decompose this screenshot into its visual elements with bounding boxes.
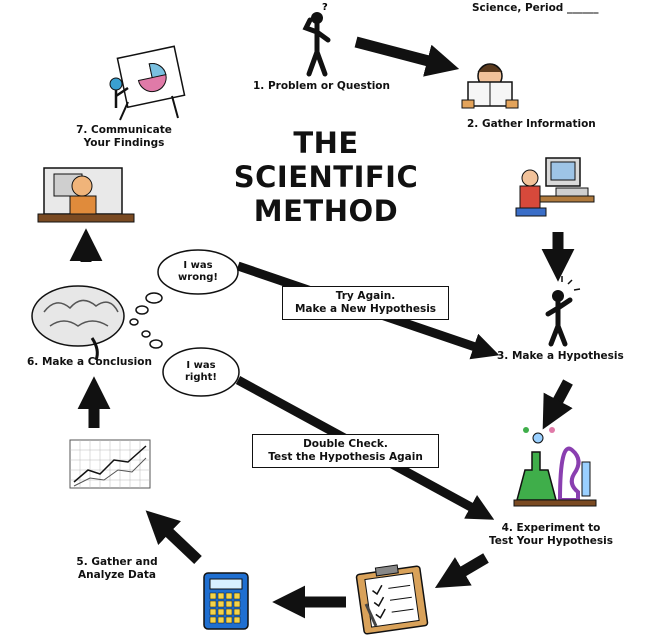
- calculator-key: [225, 616, 233, 624]
- calculator-key: [217, 608, 225, 616]
- brain-icon: [31, 285, 125, 361]
- arrow-5-to-graph: [145, 510, 202, 564]
- arrow-1-to-2: [354, 36, 460, 77]
- thought-right-line-1: I was: [186, 360, 216, 371]
- arrow-3-to-4: [542, 379, 573, 430]
- calculator-key: [217, 592, 225, 600]
- thought-right-line-2: right!: [185, 372, 217, 383]
- clipboard-checklist-icon: [355, 564, 429, 635]
- thought-wrong-text: I was wrong!: [170, 260, 226, 284]
- step-4-label: 4. Experiment to Test Your Hypothesis: [479, 522, 623, 548]
- calculator-key: [225, 600, 233, 608]
- lab-experiment-icon: [513, 427, 597, 507]
- calculator-keypad: [209, 592, 241, 624]
- thought-wrong-line-1: I was: [183, 260, 213, 271]
- calculator-key: [217, 600, 225, 608]
- calculator-key: [217, 616, 225, 624]
- calculator-key: [233, 608, 241, 616]
- step-7-line-2: Your Findings: [83, 137, 165, 149]
- arrow-4-to-clipboard: [434, 553, 489, 589]
- calculator-key: [233, 592, 241, 600]
- idea-person-icon: [545, 276, 581, 347]
- calculator-key: [209, 600, 217, 608]
- thought-wrong-line-2: wrong!: [178, 272, 218, 283]
- step-5-label: 5. Gather and Analyze Data: [62, 556, 172, 582]
- double-check-line-2: Test the Hypothesis Again: [268, 451, 423, 463]
- title-line-2: SCIENTIFIC: [233, 160, 419, 194]
- try-again-line-2: Make a New Hypothesis: [294, 303, 437, 315]
- step-4-line-2: Test Your Hypothesis: [488, 535, 614, 547]
- calculator-key: [209, 608, 217, 616]
- calculator-key: [209, 616, 217, 624]
- student-at-computer-icon: [515, 157, 595, 217]
- step-6-label: 6. Make a Conclusion: [27, 356, 152, 368]
- title-line-1: THE: [293, 126, 359, 160]
- calculator-key: [209, 592, 217, 600]
- step-1-label: 1. Problem or Question: [253, 80, 390, 92]
- calculator-key: [225, 608, 233, 616]
- step-3-label: 3. Make a Hypothesis: [497, 350, 624, 362]
- double-check-line-1: Double Check.: [303, 438, 388, 450]
- step-7-line-1: 7. Communicate: [76, 124, 172, 136]
- calculator-key: [225, 592, 233, 600]
- step-5-line-2: Analyze Data: [78, 569, 156, 581]
- step-5-line-1: 5. Gather and: [76, 556, 158, 568]
- writer-at-desk-icon: [37, 167, 135, 223]
- title-line-3: METHOD: [253, 194, 399, 228]
- try-again-box: Try Again. Make a New Hypothesis: [282, 286, 449, 320]
- step-2-label: 2. Gather Information: [467, 118, 596, 130]
- thought-cloud-wrong: [129, 249, 239, 326]
- calculator-key: [233, 600, 241, 608]
- thought-cloud-right: [141, 330, 240, 397]
- page-title: THE SCIENTIFIC METHOD: [216, 126, 436, 228]
- step-7-label: 7. Communicate Your Findings: [64, 124, 184, 150]
- calculator-key: [233, 616, 241, 624]
- presentation-chart-icon: [109, 45, 186, 121]
- try-again-line-1: Try Again.: [335, 290, 396, 302]
- line-graph-icon: [69, 439, 151, 489]
- period-line: Science, Period ______: [472, 2, 599, 14]
- double-check-box: Double Check. Test the Hypothesis Again: [252, 434, 439, 468]
- thinking-person-icon: ?: [302, 2, 331, 77]
- step-4-line-1: 4. Experiment to: [501, 522, 601, 534]
- thought-right-text: I was right!: [173, 360, 229, 384]
- boy-reading-book-icon: [461, 63, 519, 109]
- svg-text:?: ?: [322, 2, 328, 13]
